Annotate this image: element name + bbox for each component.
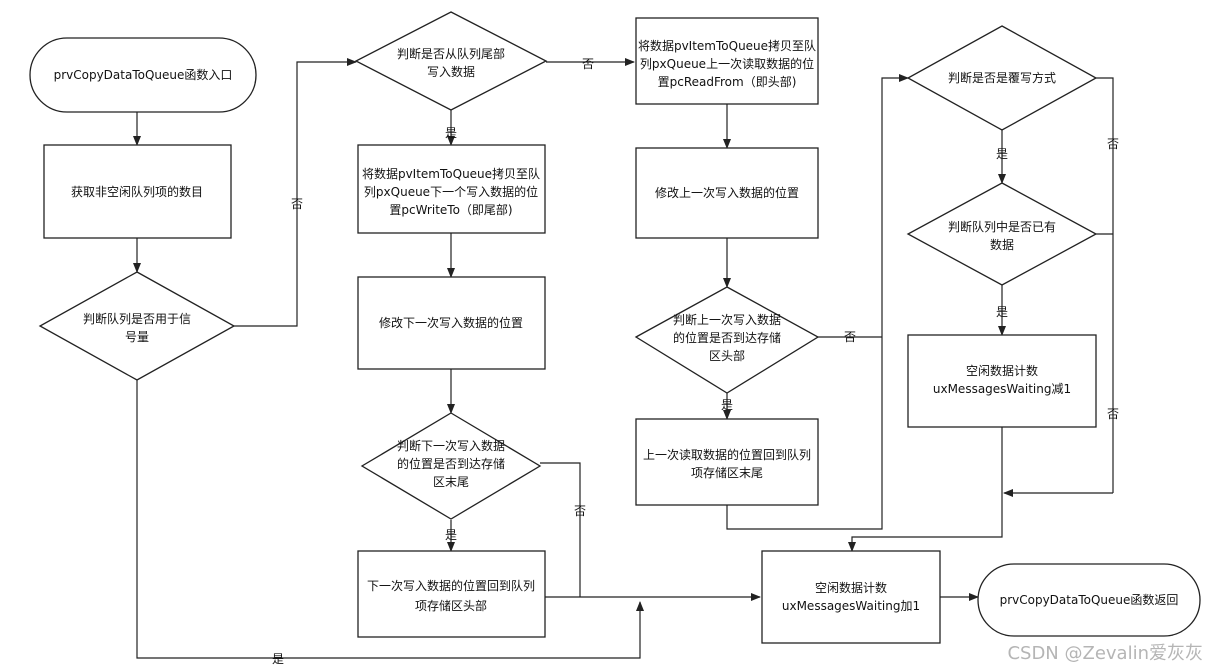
- overwrite-decision: [906, 25, 1098, 131]
- read-reset-text-2: 项存储区末尾: [691, 465, 763, 480]
- end-text: prvCopyDataToQueue函数返回: [1000, 592, 1179, 607]
- label-yes-tail: 是: [445, 126, 457, 140]
- dec-count-box: [907, 334, 1097, 428]
- label-no-tail: 否: [582, 57, 594, 71]
- edge-read-reset-to-overwrite: [726, 74, 909, 530]
- edge-semaphore-no-to-tail: [234, 58, 357, 327]
- copy-write-text-2: 列pxQueue下一个写入数据的位: [364, 184, 538, 199]
- read-head-text-3: 区头部: [709, 348, 745, 363]
- edge-write-end-no: [540, 462, 581, 597]
- watermark: CSDN @Zevalin爱灰灰: [1007, 643, 1203, 664]
- write-reset-text-2: 项存储区头部: [415, 598, 487, 613]
- get-count-text: 获取非空闲队列项的数目: [71, 184, 203, 199]
- edge-labels: 否 是 是 否 是 否 是 否 是 否 是 否: [272, 57, 1119, 666]
- has-data-decision: [906, 182, 1098, 286]
- label-no-has-data: 否: [1107, 407, 1119, 421]
- read-head-text-2: 的位置是否到达存储: [673, 330, 781, 345]
- from-tail-text-1: 判断是否从队列尾部: [397, 46, 505, 61]
- update-write-box: [357, 276, 546, 370]
- edge-dec-to-inc: [848, 427, 1003, 552]
- has-data-text-2: 数据: [990, 237, 1014, 252]
- label-no-semaphore: 否: [291, 197, 303, 211]
- node-text: prvCopyDataToQueue函数入口 获取非空闲队列项的数目 判断队列是…: [54, 38, 1179, 613]
- read-head-decision: [634, 286, 820, 394]
- write-end-text-1: 判断下一次写入数据: [397, 438, 505, 453]
- label-no-read-head: 否: [844, 330, 856, 344]
- nodes: [29, 11, 1201, 644]
- write-end-text-2: 的位置是否到达存储: [397, 456, 505, 471]
- read-head-text-1: 判断上一次写入数据: [673, 312, 781, 327]
- write-end-text-3: 区末尾: [433, 475, 469, 489]
- dec-count-text-2: uxMessagesWaiting减1: [933, 382, 1071, 396]
- inc-count-box: [761, 550, 941, 644]
- from-tail-decision: [354, 11, 548, 111]
- edge-semaphore-yes: [136, 380, 644, 659]
- label-yes-has-data: 是: [996, 305, 1008, 319]
- copy-to-write-box: [357, 144, 546, 234]
- label-yes-read-head: 是: [721, 398, 733, 412]
- copy-write-text-1: 将数据pvItemToQueue拷贝至队: [362, 166, 540, 181]
- write-end-decision: [360, 412, 542, 520]
- label-yes-write-end: 是: [445, 528, 457, 542]
- edge-overwrite-no: [1096, 77, 1114, 493]
- copy-read-text-2: 列pxQueue上一次读取数据的位: [640, 56, 814, 71]
- label-yes-semaphore: 是: [272, 652, 284, 666]
- connectors: [133, 58, 1114, 659]
- semaphore-text-1: 判断队列是否用于信: [83, 311, 191, 326]
- update-read-box: [635, 147, 819, 239]
- write-reset-text-1: 下一次写入数据的位置回到队列: [367, 578, 535, 593]
- label-no-overwrite: 否: [1107, 137, 1119, 151]
- read-reset-box: [635, 418, 819, 506]
- semaphore-text-2: 号量: [125, 330, 149, 344]
- write-reset-box: [357, 550, 546, 638]
- start-text: prvCopyDataToQueue函数入口: [54, 67, 233, 82]
- overwrite-text: 判断是否是覆写方式: [948, 70, 1056, 85]
- copy-to-read-box: [635, 17, 819, 105]
- label-no-write-end: 否: [574, 504, 586, 518]
- has-data-text-1: 判断队列中是否已有: [948, 219, 1056, 234]
- inc-count-text-1: 空闲数据计数: [815, 580, 887, 595]
- from-tail-text-2: 写入数据: [427, 64, 475, 79]
- get-count-box: [43, 144, 232, 239]
- label-yes-overwrite: 是: [996, 147, 1008, 161]
- inc-count-text-2: uxMessagesWaiting加1: [782, 599, 920, 613]
- update-write-text: 修改下一次写入数据的位置: [379, 315, 523, 330]
- copy-write-text-3: 置pcWriteTo（即尾部): [389, 202, 512, 217]
- semaphore-decision: [38, 271, 236, 381]
- end-terminal: [977, 563, 1201, 637]
- dec-count-text-1: 空闲数据计数: [966, 363, 1038, 378]
- copy-read-text-1: 将数据pvItemToQueue拷贝至队: [638, 38, 816, 53]
- copy-read-text-3: 置pcReadFrom（即头部): [658, 74, 797, 89]
- update-read-text: 修改上一次写入数据的位置: [655, 185, 799, 200]
- start-terminal: [29, 37, 257, 113]
- read-reset-text-1: 上一次读取数据的位置回到队列: [643, 447, 811, 462]
